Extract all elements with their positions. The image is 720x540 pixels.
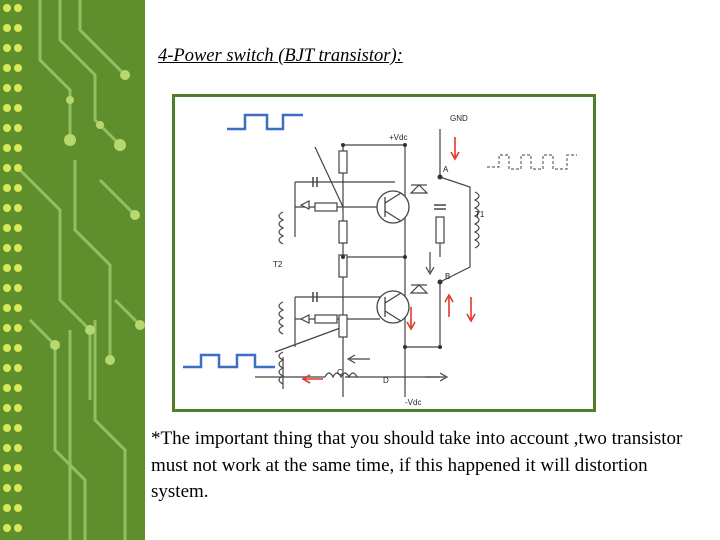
label-vdc-minus: -Vdc (405, 398, 421, 407)
label-node-b: B (445, 272, 450, 281)
slide-title: 4-Power switch (BJT transistor): (158, 46, 403, 66)
pad-dots (50, 70, 145, 365)
slide-body-text: *The important thing that you should tak… (151, 428, 683, 502)
transformer-coils (278, 191, 480, 385)
circuit-wires (255, 129, 471, 397)
label-vdc-plus: +Vdc (389, 133, 407, 142)
diodes (299, 184, 429, 324)
resistors (314, 150, 445, 338)
label-node-a: A (443, 165, 449, 174)
label-t2: T2 (273, 260, 283, 269)
input-waveform-bottom (183, 353, 275, 369)
transistor-q1 (376, 190, 410, 224)
input-waveform-top (227, 113, 303, 131)
label-gnd: GND (450, 114, 468, 123)
label-node-d: D (383, 376, 389, 385)
transistor-q2 (376, 290, 410, 324)
current-arrows-red (301, 137, 476, 384)
label-t1: T1 (475, 210, 485, 219)
decorative-sidebar (0, 0, 145, 540)
dot-column (3, 4, 22, 532)
output-waveform (487, 154, 577, 170)
label-node-c: C (337, 368, 343, 377)
current-arrows-dark (346, 252, 449, 382)
junction-nodes (341, 143, 443, 349)
circuit-board-pattern (3, 0, 145, 540)
capacitors (312, 177, 446, 302)
circuit-diagram: +Vdc -Vdc GND T1 T2 A B C D (172, 94, 596, 412)
